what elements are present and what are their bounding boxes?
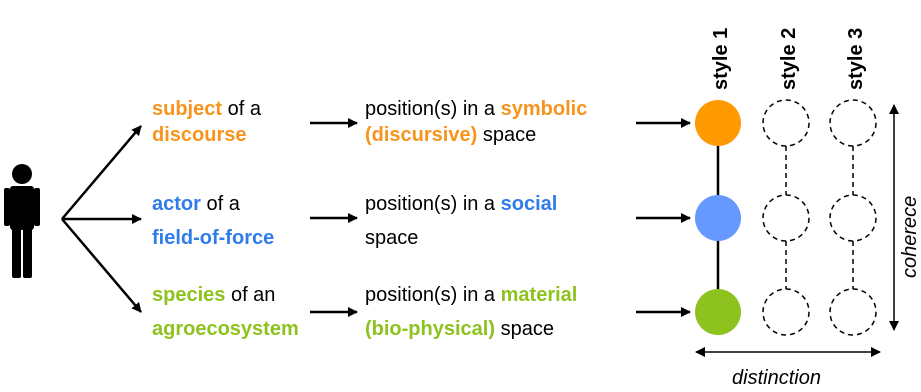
distinction-label: distinction bbox=[732, 367, 821, 389]
arrow-to-species bbox=[61, 218, 142, 313]
style3-circle-bottom bbox=[829, 288, 877, 336]
style-label-3: style 3 bbox=[845, 28, 867, 90]
style3-circle-top bbox=[829, 99, 877, 147]
role-species-line1: species of an bbox=[152, 284, 275, 306]
style2-circle-middle bbox=[762, 194, 810, 242]
style-label-2: style 2 bbox=[778, 28, 800, 90]
style-label-1: style 1 bbox=[710, 28, 732, 90]
person-icon bbox=[4, 164, 40, 278]
role-subject-line1: subject of a bbox=[152, 98, 262, 120]
space-symbolic-line2: (discursive) space bbox=[365, 124, 536, 146]
space-material-line2: (bio-physical) space bbox=[365, 318, 554, 340]
style1-circle-green bbox=[695, 289, 741, 335]
role-actor-line1: actor of a bbox=[152, 193, 241, 215]
style1-circle-orange bbox=[695, 100, 741, 146]
role-species-line2: agroecosystem bbox=[152, 318, 299, 340]
space-material-line1: position(s) in a material bbox=[365, 284, 577, 306]
arrow-to-subject bbox=[61, 125, 142, 220]
role-actor-line2: field-of-force bbox=[152, 227, 274, 249]
style3-circle-middle bbox=[829, 194, 877, 242]
space-social-line2: space bbox=[365, 227, 418, 249]
role-subject-line2: discourse bbox=[152, 124, 246, 146]
style2-circle-bottom bbox=[762, 288, 810, 336]
coherence-label: coherece bbox=[899, 196, 921, 278]
style1-circle-blue bbox=[695, 195, 741, 241]
space-social-line1: position(s) in a social bbox=[365, 193, 557, 215]
space-symbolic-line1: position(s) in a symbolic bbox=[365, 98, 587, 120]
style2-circle-top bbox=[762, 99, 810, 147]
